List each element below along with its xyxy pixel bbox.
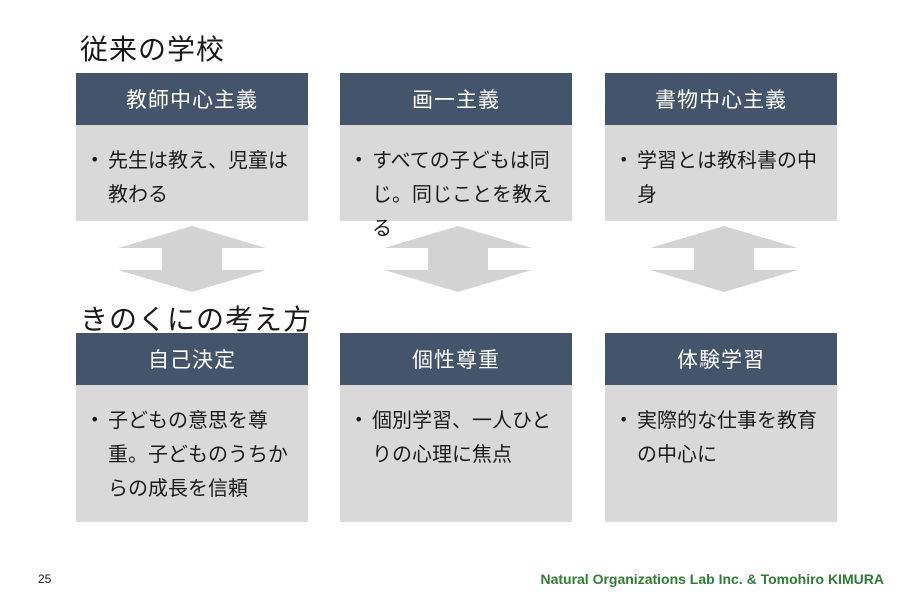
card-book-centered: 書物中心主義 • 学習とは教科書の中身 xyxy=(605,73,837,221)
card-uniformity: 画一主義 • すべての子どもは同じ。同じことを教える xyxy=(340,73,572,240)
card-text: 実際的な仕事を教育の中心に xyxy=(637,408,817,466)
card-body: • すべての子どもは同じ。同じことを教える xyxy=(340,125,572,240)
bullet: • xyxy=(90,410,100,429)
double-arrow-up-down-icon xyxy=(118,226,266,292)
card-text: 学習とは教科書の中身 xyxy=(637,148,817,206)
card-title: 教師中心主義 xyxy=(76,73,308,125)
heading-kinokuni-approach: きのくにの考え方 xyxy=(80,303,313,336)
bullet: • xyxy=(619,150,629,169)
card-text: 先生は教え、児童は教わる xyxy=(108,148,288,206)
card-text: 子どもの意思を尊重。子どものうちからの成長を信頼 xyxy=(108,408,288,500)
card-body: • 先生は教え、児童は教わる xyxy=(76,125,308,221)
card-experiential-learning: 体験学習 • 実際的な仕事を教育の中心に xyxy=(605,333,837,522)
card-title: 書物中心主義 xyxy=(605,73,837,125)
card-body: • 実際的な仕事を教育の中心に xyxy=(605,385,837,522)
heading-traditional-school: 従来の学校 xyxy=(80,33,226,66)
footer-credit: Natural Organizations Lab Inc. & Tomohir… xyxy=(540,571,884,587)
card-title: 画一主義 xyxy=(340,73,572,125)
double-arrow-up-down-icon xyxy=(650,226,798,292)
card-text: すべての子どもは同じ。同じことを教える xyxy=(372,148,552,240)
double-arrow-up-down-icon xyxy=(384,226,532,292)
card-teacher-centered: 教師中心主義 • 先生は教え、児童は教わる xyxy=(76,73,308,221)
card-title: 個性尊重 xyxy=(340,333,572,385)
card-text: 個別学習、一人ひとりの心理に焦点 xyxy=(372,408,552,466)
bullet: • xyxy=(90,150,100,169)
card-body: • 学習とは教科書の中身 xyxy=(605,125,837,221)
bullet: • xyxy=(619,410,629,429)
bullet: • xyxy=(354,410,364,429)
bullet: • xyxy=(354,150,364,169)
card-respect-individuality: 個性尊重 • 個別学習、一人ひとりの心理に焦点 xyxy=(340,333,572,522)
card-body: • 個別学習、一人ひとりの心理に焦点 xyxy=(340,385,572,522)
page-number: 25 xyxy=(38,572,52,586)
card-title: 体験学習 xyxy=(605,333,837,385)
card-body: • 子どもの意思を尊重。子どものうちからの成長を信頼 xyxy=(76,385,308,522)
card-title: 自己決定 xyxy=(76,333,308,385)
card-self-determination: 自己決定 • 子どもの意思を尊重。子どものうちからの成長を信頼 xyxy=(76,333,308,522)
